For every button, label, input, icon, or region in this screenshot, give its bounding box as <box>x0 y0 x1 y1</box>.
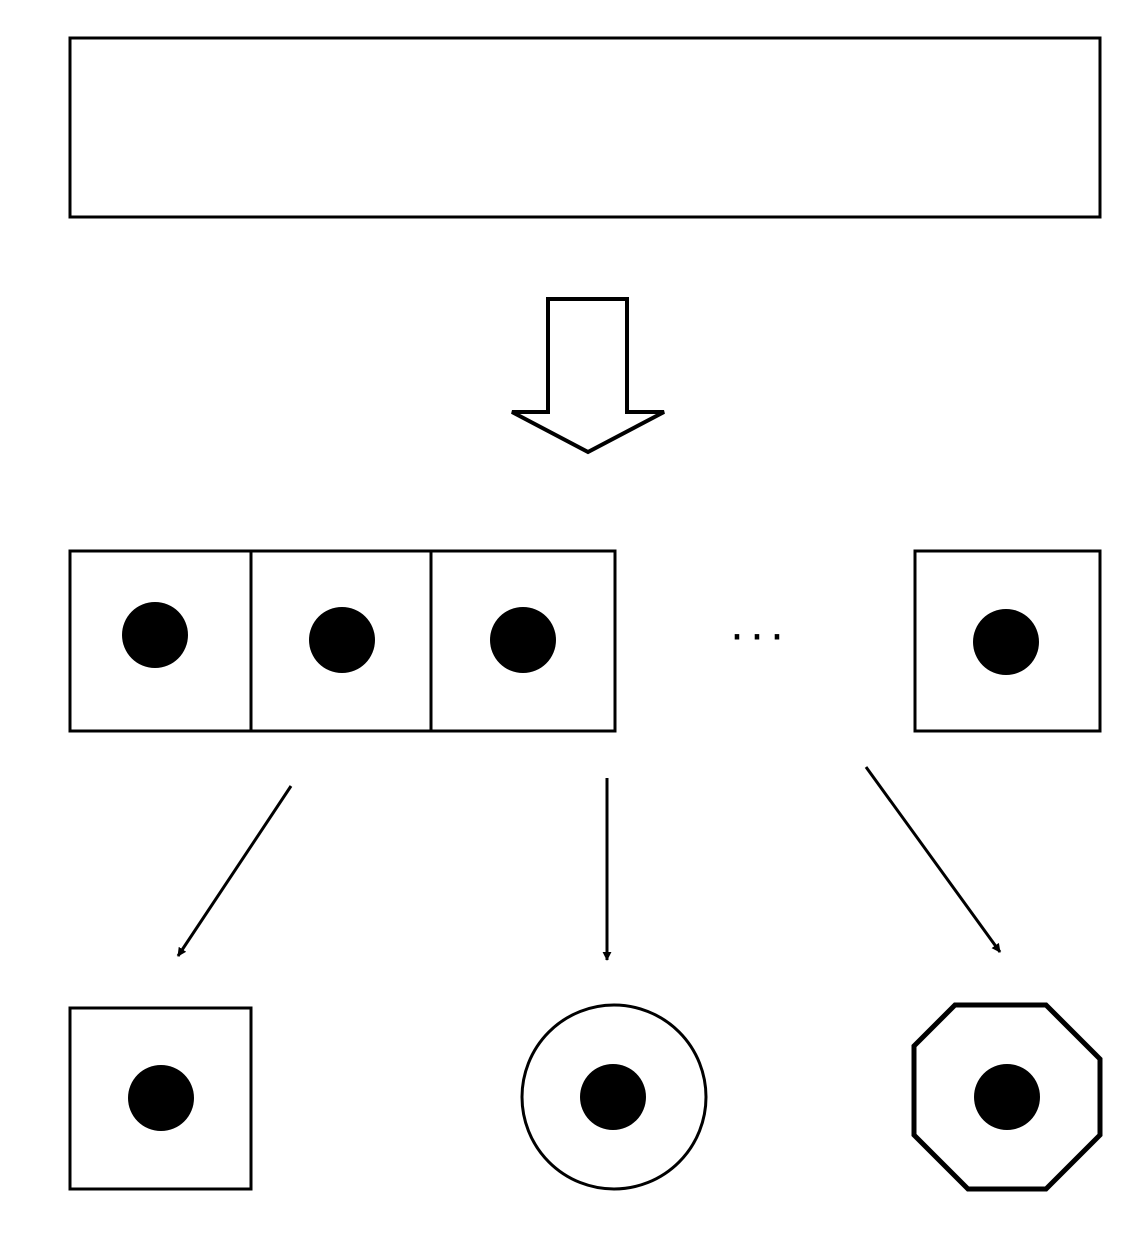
arrow-left <box>176 785 293 957</box>
cell-1-dot <box>122 602 188 668</box>
output-octagon-dot <box>974 1064 1040 1130</box>
output-circle-dot <box>580 1064 646 1130</box>
arrow-right <box>864 766 1002 953</box>
transform-arrow <box>511 297 665 455</box>
cell-3-dot <box>490 607 556 673</box>
source-box <box>68 36 1102 219</box>
output-square-dot <box>128 1065 194 1131</box>
cell-last-dot <box>973 609 1039 675</box>
cell-2-dot <box>309 607 375 673</box>
ellipsis: ··· <box>730 612 790 663</box>
